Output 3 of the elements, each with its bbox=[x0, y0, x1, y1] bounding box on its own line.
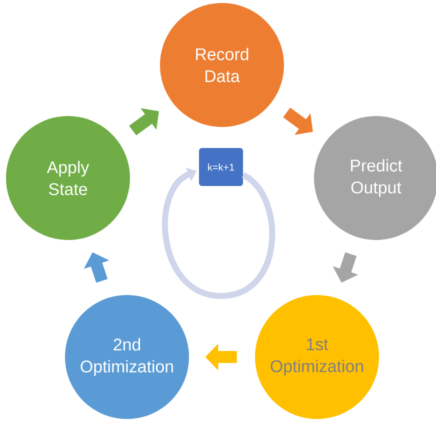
loop-arrow bbox=[162, 168, 276, 299]
counter-box: k=k+1 bbox=[199, 148, 243, 186]
block-arrow bbox=[129, 108, 159, 136]
